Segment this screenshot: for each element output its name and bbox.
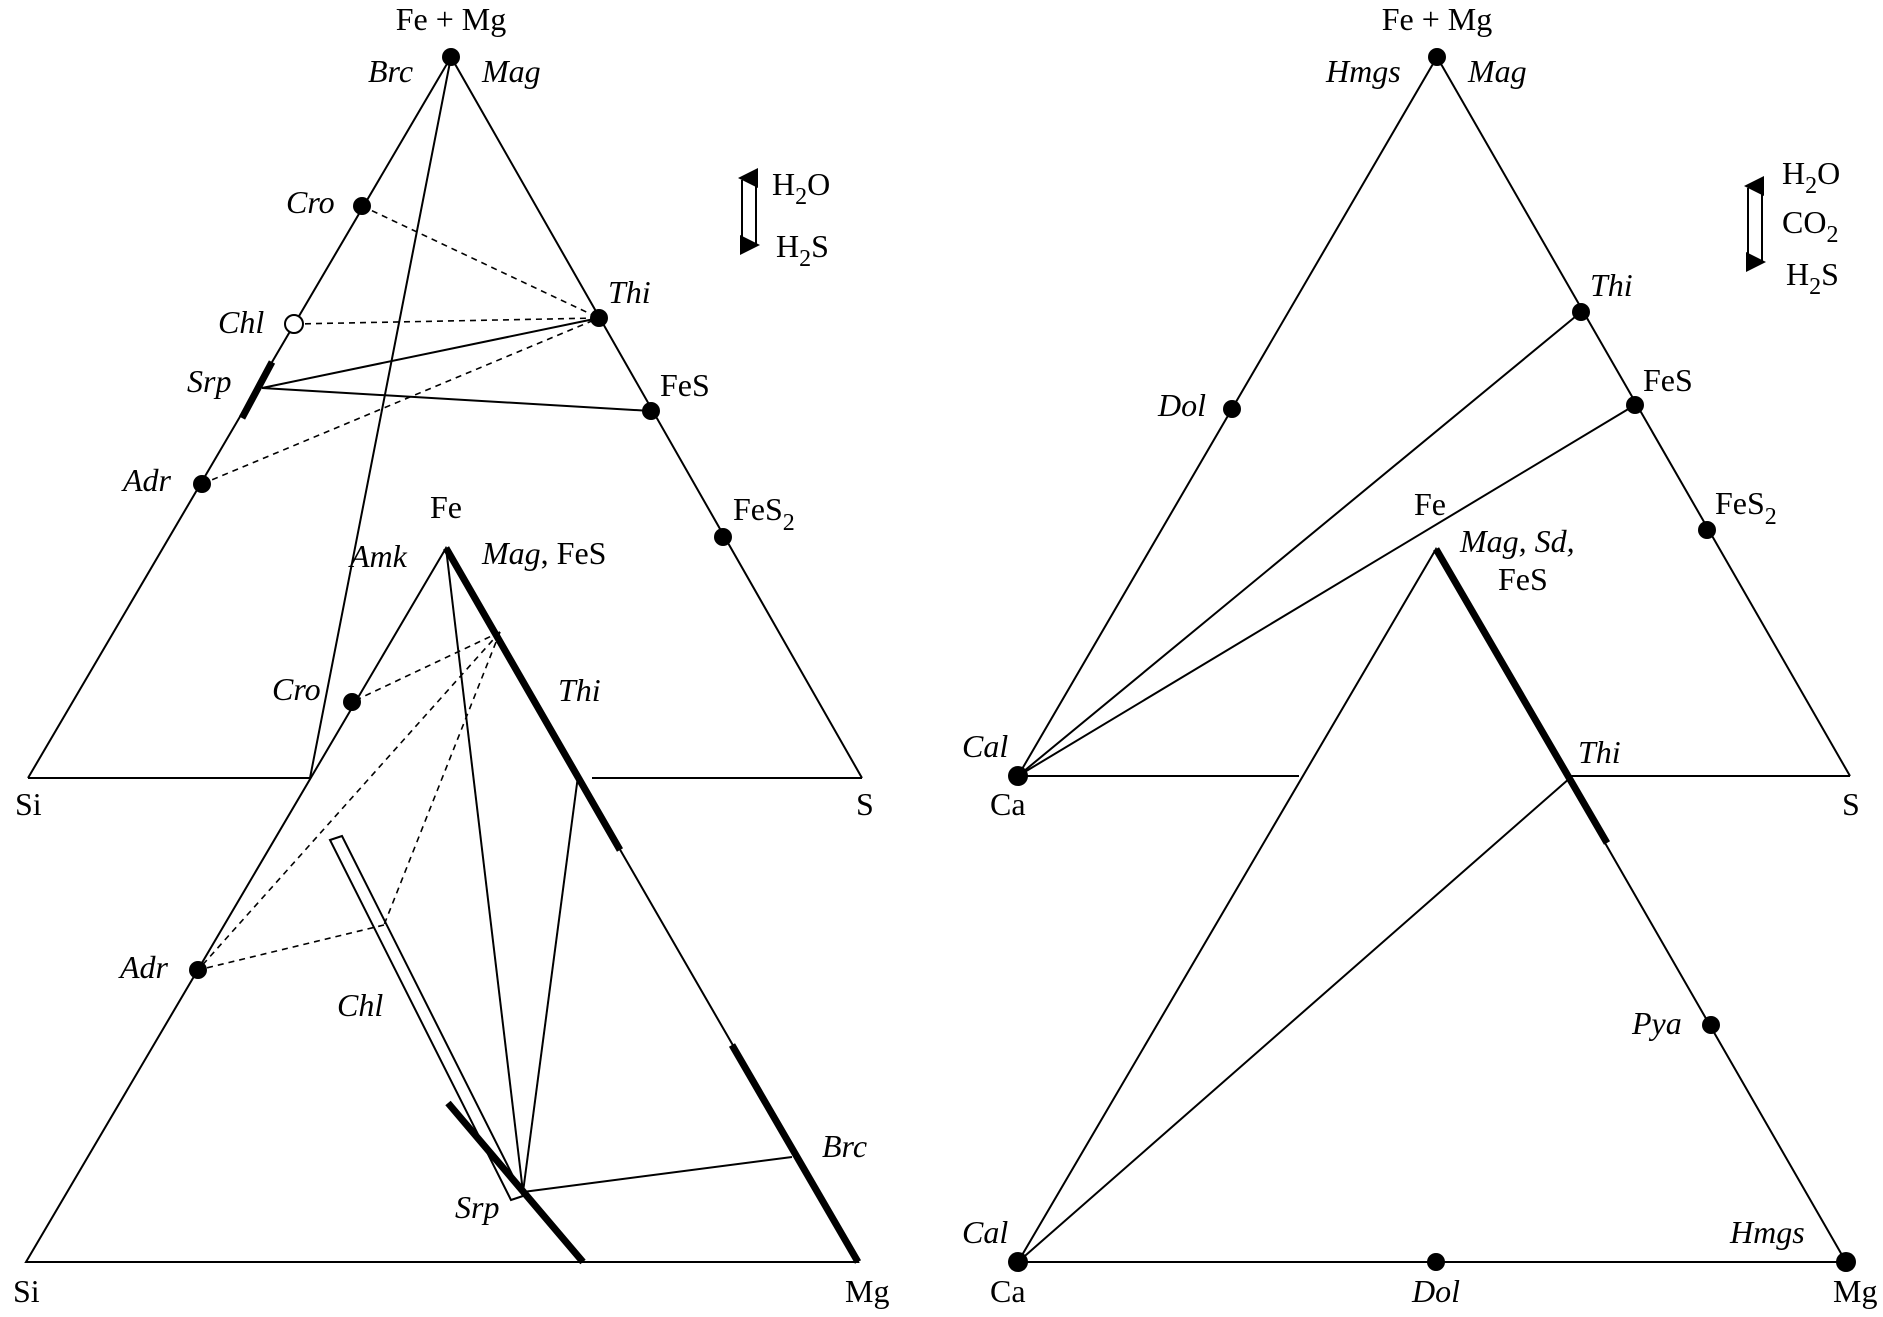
tie-cal-thi-lower bbox=[1017, 777, 1571, 1263]
tie-mag-adr-1 bbox=[197, 631, 501, 971]
right-upper-triangle: Fe + Mg Ca S Hmgs Mag Thi Dol FeS FeS2 C… bbox=[962, 1, 1860, 822]
tie-srp-brc bbox=[522, 1156, 793, 1193]
point-cal-lower bbox=[1008, 1252, 1028, 1272]
label-mag-fes: Mag, FeS bbox=[481, 535, 606, 571]
label-cro: Cro bbox=[286, 184, 335, 220]
right-upper-s-label: S bbox=[1842, 786, 1860, 822]
point-cal bbox=[1008, 766, 1028, 786]
tie-adr-thi bbox=[201, 317, 600, 485]
tie-cro-thi bbox=[361, 205, 600, 319]
point-fes2 bbox=[714, 528, 732, 546]
srp-solid-solution-bar bbox=[238, 360, 276, 420]
right-lower-ca-label: Ca bbox=[990, 1273, 1026, 1309]
label-h2s-right: H2S bbox=[1786, 256, 1839, 300]
tie-fe-srp bbox=[445, 547, 524, 1193]
left-upper-left-edge bbox=[27, 56, 452, 779]
right-lower-mg-label: Mg bbox=[1833, 1273, 1877, 1309]
label-pya: Pya bbox=[1631, 1005, 1682, 1041]
point-fes2-right bbox=[1698, 521, 1716, 539]
label-cal-lower: Cal bbox=[962, 1214, 1008, 1250]
point-pya bbox=[1702, 1016, 1720, 1034]
point-adr bbox=[193, 475, 211, 493]
label-thi-right: Thi bbox=[1590, 267, 1633, 303]
tie-mag-chl bbox=[383, 631, 501, 926]
right-panel: Fe + Mg Ca S Hmgs Mag Thi Dol FeS FeS2 C… bbox=[962, 1, 1877, 1309]
right-upper-apex-label: Fe + Mg bbox=[1382, 1, 1493, 37]
left-lower-outline bbox=[24, 546, 860, 1263]
point-cro bbox=[353, 197, 371, 215]
point-fes-right bbox=[1626, 396, 1644, 414]
srp-solid-solution-bar-lower bbox=[445, 1100, 586, 1265]
mag-thi-solid-solution-bar bbox=[442, 546, 624, 852]
point-hmgs-mag bbox=[1428, 48, 1446, 66]
label-chl: Chl bbox=[218, 304, 264, 340]
label-dol-lower: Dol bbox=[1411, 1273, 1460, 1309]
left-lower-apex-label: Fe bbox=[430, 489, 462, 525]
label-thi: Thi bbox=[608, 274, 651, 310]
point-thi-right bbox=[1572, 303, 1590, 321]
label-mag: Mag bbox=[481, 53, 541, 89]
label-co2-right: CO2 bbox=[1782, 204, 1838, 248]
label-brc: Brc bbox=[368, 53, 413, 89]
label-adr-lower: Adr bbox=[118, 949, 169, 985]
label-adr: Adr bbox=[121, 462, 172, 498]
right-upper-right-edge bbox=[1436, 56, 1851, 777]
right-lower-outline bbox=[1016, 547, 1848, 1263]
right-lower-apex-label: Fe bbox=[1414, 486, 1446, 522]
label-fes-right: FeS bbox=[1643, 362, 1693, 398]
label-amk: Amk bbox=[348, 538, 408, 574]
label-mag-right: Mag bbox=[1467, 53, 1527, 89]
point-brc-mag bbox=[442, 48, 460, 66]
point-fes bbox=[642, 402, 660, 420]
label-fes2: FeS2 bbox=[733, 491, 795, 536]
right-upper-ca-label: Ca bbox=[990, 786, 1026, 822]
label-fes: FeS bbox=[660, 367, 710, 403]
tie-cal-fes bbox=[1017, 404, 1636, 777]
tie-chl-thi bbox=[293, 317, 600, 325]
label-mag-sd: Mag, Sd, bbox=[1459, 523, 1575, 559]
label-fes-lower-right: FeS bbox=[1498, 561, 1548, 597]
tie-srp-thi bbox=[261, 317, 600, 389]
label-dol: Dol bbox=[1157, 387, 1206, 423]
label-thi-lower: Thi bbox=[558, 672, 601, 708]
left-lower-mg-label: Mg bbox=[845, 1273, 889, 1309]
point-cro-lower bbox=[343, 693, 361, 711]
point-dol-lower bbox=[1427, 1253, 1445, 1271]
label-cal: Cal bbox=[962, 728, 1008, 764]
label-h2o: H2O bbox=[772, 166, 830, 210]
label-hmgs-lower: Hmgs bbox=[1729, 1214, 1805, 1250]
point-chl bbox=[284, 314, 304, 334]
left-lower-triangle: Fe Si Mg Amk Mag, FeS Cro Thi Adr Chl Sr… bbox=[13, 489, 889, 1309]
left-lower-si-label: Si bbox=[13, 1273, 40, 1309]
tie-thi-srp bbox=[522, 775, 579, 1193]
label-fes2-right: FeS2 bbox=[1715, 485, 1777, 530]
label-h2o-right: H2O bbox=[1782, 155, 1840, 199]
left-upper-si-label: Si bbox=[15, 786, 42, 822]
left-upper-triangle: Fe + Mg Si S Brc Mag Cro Thi Chl Srp FeS… bbox=[15, 1, 874, 822]
point-hmgs-lower bbox=[1836, 1252, 1856, 1272]
label-h2s: H2S bbox=[776, 228, 829, 272]
label-chl-lower: Chl bbox=[337, 987, 383, 1023]
label-srp-lower: Srp bbox=[455, 1189, 499, 1225]
tie-srp-fes bbox=[261, 387, 652, 412]
label-cro-lower: Cro bbox=[272, 671, 321, 707]
label-brc-lower: Brc bbox=[822, 1128, 867, 1164]
brc-solid-solution-bar bbox=[728, 1043, 862, 1264]
left-panel: Fe + Mg Si S Brc Mag Cro Thi Chl Srp FeS… bbox=[13, 1, 889, 1309]
label-srp: Srp bbox=[187, 363, 231, 399]
label-thi-lower-right: Thi bbox=[1578, 734, 1621, 770]
point-dol bbox=[1223, 400, 1241, 418]
label-hmgs: Hmgs bbox=[1325, 53, 1401, 89]
tie-mag-cro bbox=[351, 631, 501, 703]
point-adr-lower bbox=[189, 961, 207, 979]
left-upper-s-label: S bbox=[856, 786, 874, 822]
tie-cal-thi bbox=[1017, 311, 1582, 777]
point-thi bbox=[590, 309, 608, 327]
mag-sd-fes-thi-solid-solution-bar bbox=[1432, 547, 1611, 845]
tie-chl-adr bbox=[197, 924, 385, 971]
right-lower-triangle: Fe Ca Mg Mag, Sd, FeS Thi Pya Cal Hmgs D… bbox=[962, 486, 1877, 1309]
left-upper-apex-label: Fe + Mg bbox=[396, 1, 507, 37]
